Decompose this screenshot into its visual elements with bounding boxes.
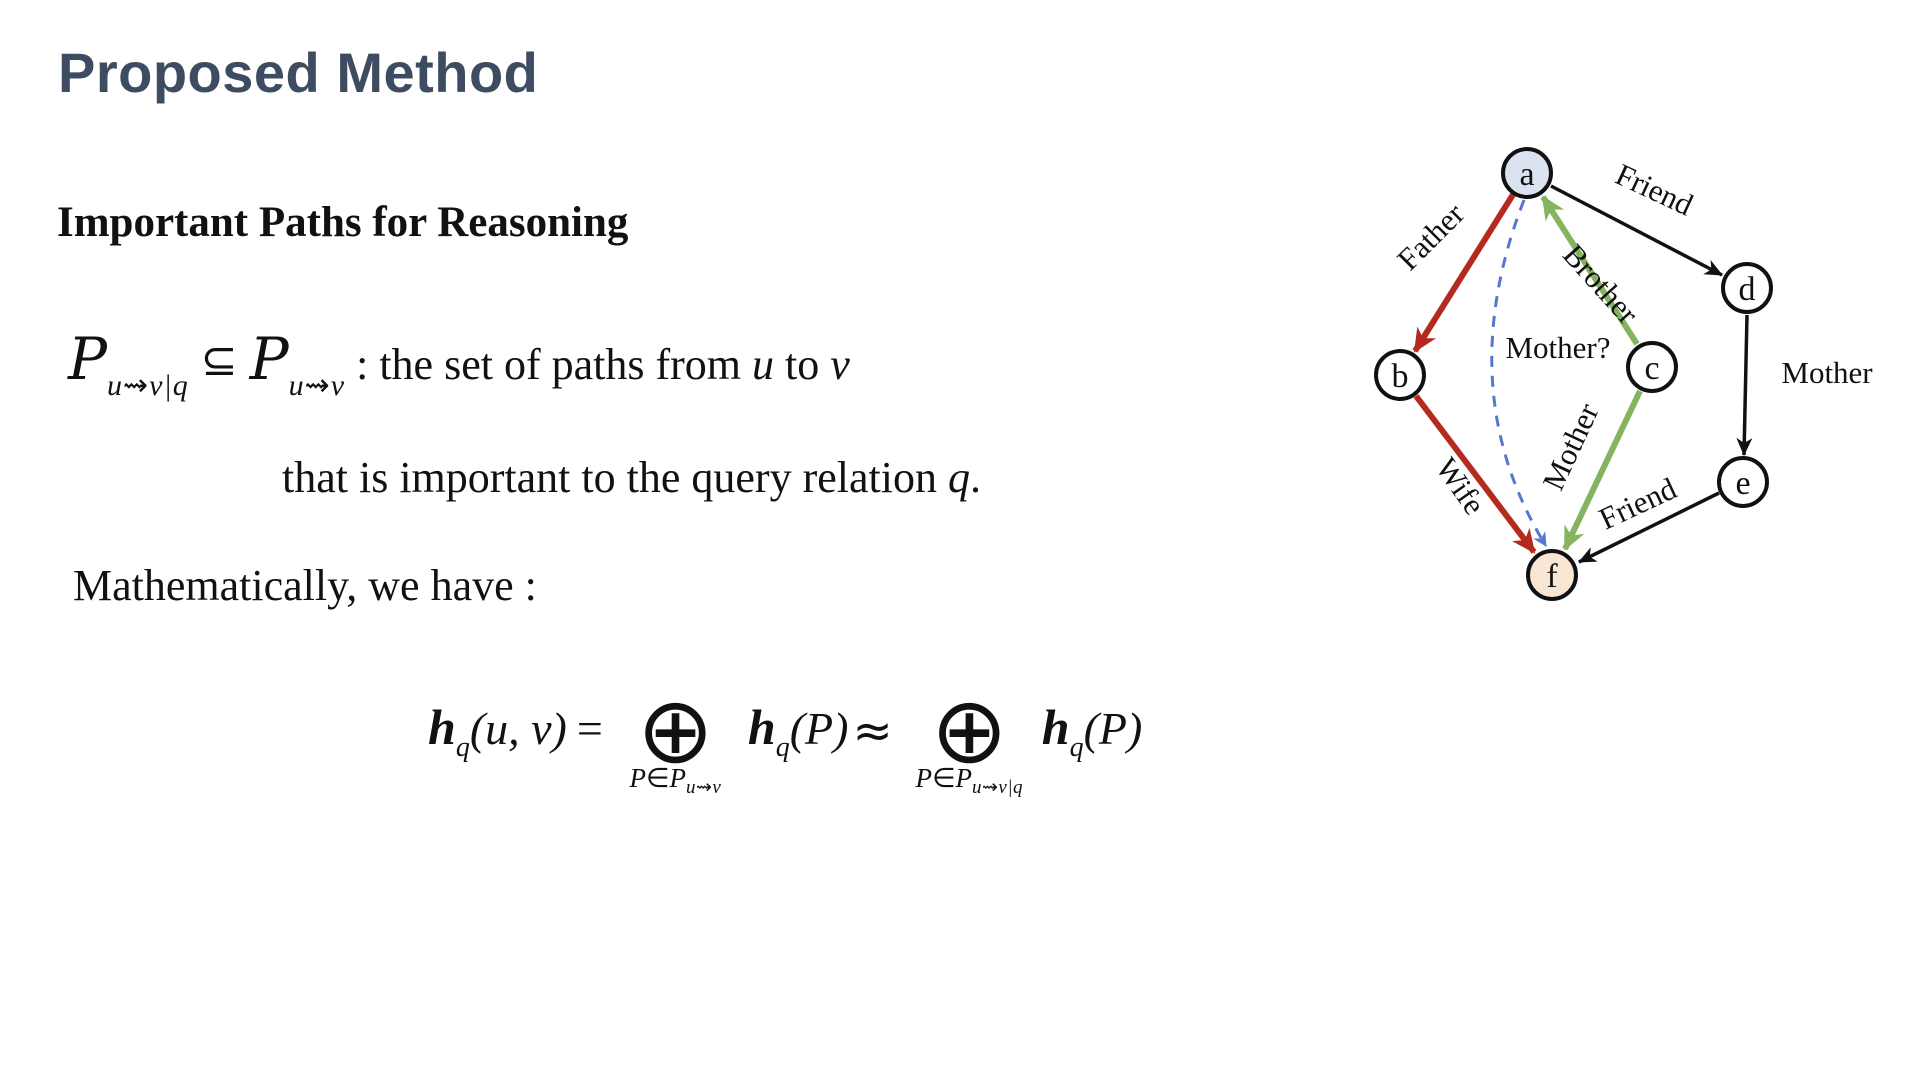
node-a-circle [1501,147,1553,199]
edge-c-a-brother [1540,195,1640,346]
section-heading: Important Paths for Reasoning [57,199,629,246]
node-e-label: e [1735,465,1750,502]
math-q: q [947,453,970,502]
math-subscript: u⇝v|q [107,369,189,402]
edge-b-f-wife [1413,394,1537,554]
node-d-label: d [1739,271,1756,308]
definition-text: to [774,340,831,389]
edge-e-f-friend [1578,491,1720,564]
node-f-label: f [1546,558,1558,595]
node-c: c [1626,341,1678,393]
formula: hq(u, v)= ⊕ P∈Pu⇝v hq(P) ≈ ⊕ P∈Pu⇝v|q hq… [428,685,1143,798]
node-f-circle [1526,549,1578,601]
node-e: e [1717,456,1769,508]
edge-label-friend-ef: Friend [1593,470,1682,536]
big-oplus-operator-2: ⊕ P∈Pu⇝v|q [915,685,1022,798]
math-h: h [1041,699,1070,756]
math-args-P: (P) [789,703,849,755]
period: . [969,453,981,502]
mathematically-line: Mathematically, we have : [73,561,537,610]
edge-a-f-mother-query [1490,199,1548,547]
node-b-circle [1374,349,1426,401]
definition-text: : the set of paths from [345,340,753,389]
edge-d-e-mother [1736,314,1753,456]
oplus-under-label-2: P∈Pu⇝v|q [915,765,1024,799]
edge-label-brother: Brother [1556,237,1646,331]
equals-sign: = [576,703,603,755]
math-q-sub: q [455,732,470,764]
approx-symbol: ≈ [852,703,893,760]
oplus-symbol: ⊕ [930,677,1008,784]
under-label-sub: u⇝v|q [971,777,1024,799]
page-title: Proposed Method [58,41,539,104]
big-oplus-operator-1: ⊕ P∈Pu⇝v [629,685,720,798]
subset-symbol: ⊆ [200,335,238,386]
edge-c-f-mother [1562,389,1643,551]
knowledge-graph-diagram: Father Friend Brother Mother? Wife Mothe… [1374,147,1873,601]
oplus-under-label-1: P∈Pu⇝v [629,765,722,799]
edge-label-mother-de: Mother [1781,355,1873,390]
math-u: u [752,340,775,389]
math-q-sub: q [1069,732,1084,764]
oplus-symbol: ⊕ [636,677,714,784]
edge-label-father: Father [1390,196,1471,277]
math-h: h [747,699,776,756]
math-subscript: u⇝v [288,369,346,402]
math-v: v [830,340,850,389]
node-f: f [1526,549,1578,601]
formula-lhs: hq(u, v)= [428,698,603,764]
formula-hq-P-1: hq(P) [748,698,849,764]
edge-a-b-father [1412,191,1517,353]
definition-text: that is important to the query relation [282,453,948,502]
node-a-label: a [1519,156,1534,193]
definition-line-1: Pu⇝v|q⊆Pu⇝v : the set of paths from u to… [68,330,850,403]
under-label-head: P∈P [629,763,686,794]
edge-label-friend-ad: Friend [1610,157,1699,223]
math-script-p: P [249,325,289,393]
node-d-circle [1721,262,1773,314]
math-args-P: (P) [1083,703,1143,755]
node-b: b [1374,349,1426,401]
node-c-label: c [1644,350,1659,387]
math-h: h [428,699,456,756]
math-script-p: P [68,325,108,393]
under-label-head: P∈P [915,763,972,794]
node-e-circle [1717,456,1769,508]
node-d: d [1721,262,1773,314]
math-args-uv: (u, v) [469,703,567,755]
formula-hq-P-2: hq(P) [1042,698,1143,764]
node-c-circle [1626,341,1678,393]
edge-label-wife: Wife [1429,451,1492,521]
math-q-sub: q [775,732,790,764]
edge-a-d-friend [1550,184,1723,277]
definition-line-2: that is important to the query relation … [282,452,981,503]
node-b-label: b [1392,358,1409,395]
edge-label-mother-query: Mother? [1505,330,1610,365]
under-label-sub: u⇝v [685,777,722,799]
node-a: a [1501,147,1553,199]
